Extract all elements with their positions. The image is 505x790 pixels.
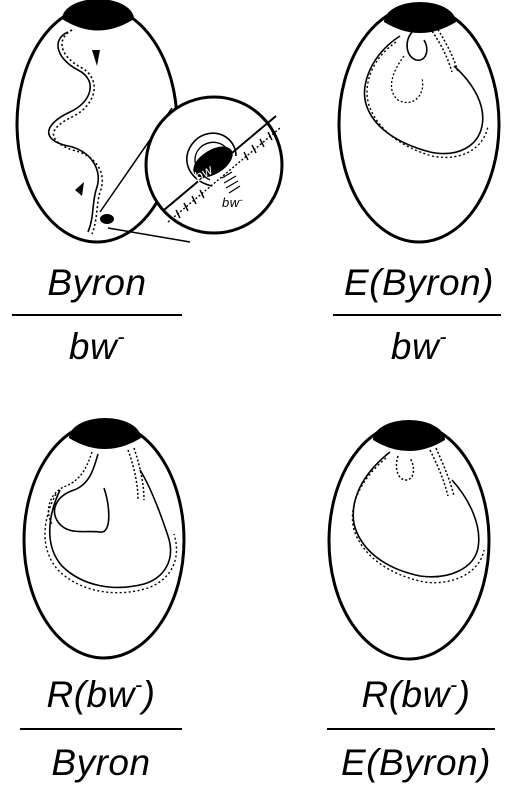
nucleus-bottom-left bbox=[24, 418, 184, 658]
inset-magnifier bbox=[146, 97, 282, 233]
panel-1-numerator: Byron bbox=[12, 264, 182, 301]
panel-3-denominator: Byron bbox=[16, 744, 186, 781]
nucleus-top-right bbox=[339, 2, 499, 242]
panel-2-numerator: E(Byron) bbox=[333, 264, 505, 301]
panel-3-fraction-bar bbox=[20, 728, 182, 730]
inset-label-bw-lower: bw- bbox=[222, 196, 243, 209]
panel-4-fraction-bar bbox=[327, 728, 495, 730]
panel-1-denominator: bw- bbox=[12, 328, 182, 365]
nucleus-bottom-right bbox=[329, 420, 489, 659]
panel-1-fraction-bar bbox=[12, 314, 182, 316]
panel-4-numerator: R(bw-) bbox=[330, 676, 502, 713]
panel-2-fraction-bar bbox=[333, 314, 501, 316]
arrowhead-lower-icon bbox=[75, 182, 84, 196]
panel-2-denominator: bw- bbox=[333, 328, 505, 365]
panel-4-denominator: E(Byron) bbox=[330, 744, 502, 781]
arrowhead-upper-icon bbox=[92, 50, 100, 66]
panel-3-numerator: R(bw-) bbox=[16, 676, 186, 713]
